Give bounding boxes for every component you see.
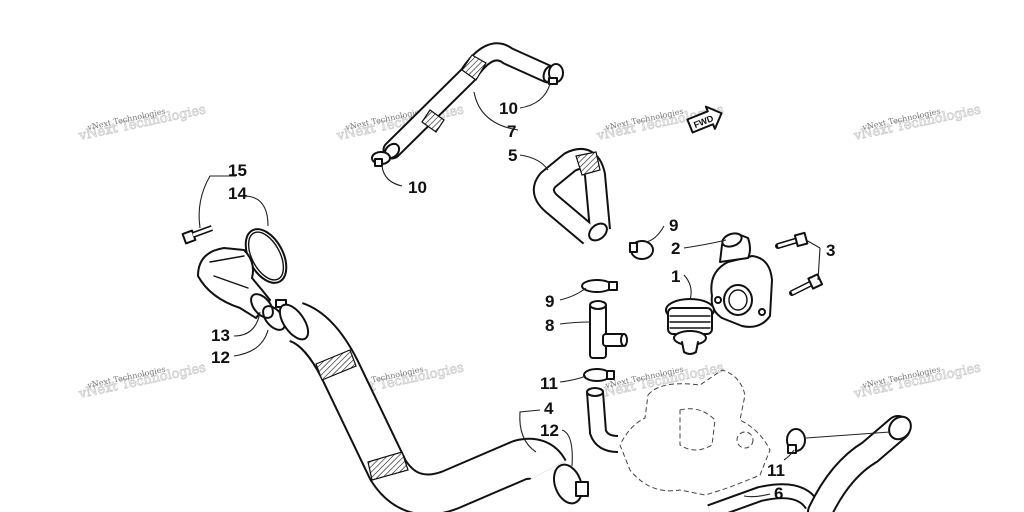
short-hose-center [586,387,619,453]
callout-10-lower: 10 [408,178,427,197]
clamp-part-11-center [583,368,615,382]
callout-1: 1 [671,267,680,286]
callout-11-center: 11 [540,374,558,393]
thermostat-part-1 [665,298,715,355]
callout-6: 6 [774,484,783,503]
callout-9-right: 9 [669,216,678,235]
hose-part-7 [382,42,558,160]
callout-5: 5 [508,146,517,165]
callout-12-center: 12 [540,421,559,440]
callout-8: 8 [545,316,554,335]
hose-part-6 [707,415,912,512]
callout-9-left: 9 [545,292,554,311]
watermark-5: vNext Technologies vNext Technologies [76,360,207,403]
hose-part-4 [278,302,567,512]
callout-14: 14 [228,184,247,203]
callout-13: 13 [211,326,230,345]
engine-block-outline [619,369,771,496]
bolt-part-3-upper [775,231,809,249]
clamp-part-9-right [629,240,654,260]
clamp-part-11-right [786,428,806,454]
tee-fitting-part-8 [589,300,628,359]
clamp-part-12-center [552,463,589,505]
watermark-8: vNext Technologies vNext Technologies [851,360,982,403]
hose-part-5 [532,148,611,245]
watermark-4: vNext Technologies vNext Technologies [851,102,982,145]
callout-labels: 15 14 13 12 10 7 10 5 9 2 1 3 9 8 11 4 1… [211,99,835,503]
bolt-part-15 [181,225,214,245]
callout-15: 15 [228,161,247,180]
thermostat-housing-part-2 [710,232,773,328]
clamp-part-10-upper [548,63,564,85]
elbow-fitting-part-13 [197,247,274,319]
callout-11-right: 11 [767,461,785,480]
callout-2: 2 [671,239,680,258]
callout-10-upper: 10 [499,99,518,118]
callout-12-left: 12 [211,348,230,367]
clamp-part-10-lower [371,151,391,167]
bolt-part-3-lower [789,273,824,296]
callout-3: 3 [826,241,835,260]
clamp-part-9-left [581,279,618,293]
callout-7: 7 [507,122,516,141]
leader-lines [198,83,891,498]
callout-4: 4 [544,399,554,418]
watermark-1: vNext Technologies vNext Technologies [76,102,207,145]
fwd-direction-arrow: FWD [686,105,723,134]
